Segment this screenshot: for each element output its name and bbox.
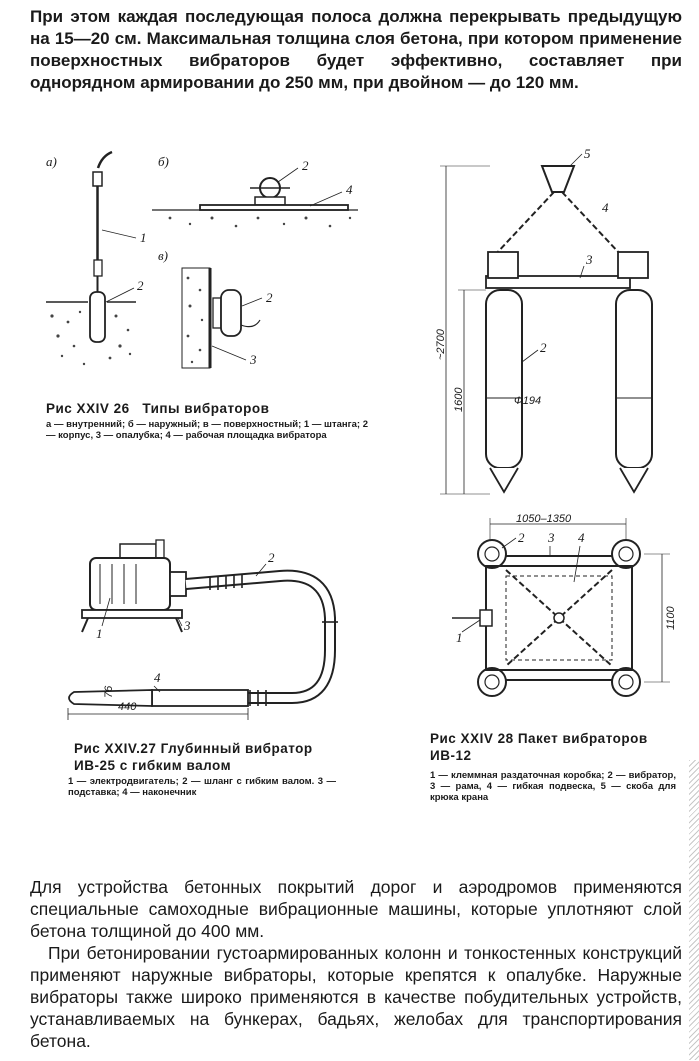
label-b: б): [158, 154, 169, 169]
label-2: 2: [540, 340, 547, 355]
fig26-title: Рис XXIV 26 Типы вибраторов: [46, 401, 270, 416]
dim-76: 76: [103, 685, 115, 698]
fig27-legend: 1 — электродвигатель; 2 — шланг с гибким…: [68, 776, 336, 798]
label-4: 4: [602, 200, 609, 215]
label-3: 3: [547, 530, 555, 545]
dim-440: 440: [118, 701, 137, 713]
dim-1600: 1600: [453, 387, 465, 412]
label-4: 4: [154, 670, 161, 685]
vibrator-types-drawing: а) 1 2 б) 2 4: [46, 150, 358, 369]
dim-2700: ~2700: [435, 328, 447, 360]
label-2-external: 2: [266, 290, 273, 305]
label-3: 3: [249, 352, 257, 367]
fig28-title: Рис XXIV 28 Пакет вибраторов ИВ-12: [430, 731, 648, 763]
label-v: в): [158, 248, 168, 263]
fig28-legend: 1 — клеммная раздаточная коробка; 2 — ви…: [430, 770, 676, 803]
label-4: 4: [578, 530, 585, 545]
label-2-surface: 2: [302, 158, 309, 173]
label-1: 1: [96, 626, 103, 641]
dim-width: 1050–1350: [516, 513, 572, 525]
bottom-paragraph-1: Для устройства бетонных покрытий дорог и…: [30, 877, 682, 941]
page-edge-shading: [689, 760, 699, 1060]
fig26-legend: а — внутренний; б — наружный; в — поверх…: [46, 419, 368, 441]
vibrator-package-plan-view: 1050–1350 1 2 3 4 1100: [452, 513, 677, 697]
dim-phi: Ф194: [514, 395, 541, 407]
deep-vibrator-drawing: 76 440 1 2 3 4: [67, 539, 338, 720]
label-a: а): [46, 154, 57, 169]
label-2: 2: [268, 550, 275, 565]
label-1: 1: [140, 230, 147, 245]
label-3: 3: [183, 618, 191, 633]
dim-1100: 1100: [665, 605, 677, 630]
bottom-paragraph-2: При бетонировании густоармированных коло…: [30, 943, 682, 1051]
fig27-title: Рис XXIV.27 Глубинный вибратор ИВ-25 с г…: [74, 741, 313, 773]
figure-vibrator-package-plan: 1050–1350 1 2 3 4 1100: [450, 512, 680, 712]
label-5: 5: [584, 146, 591, 161]
bottom-text: Для устройства бетонных покрытий дорог и…: [30, 876, 682, 1052]
label-1: 1: [456, 630, 463, 645]
label-3: 3: [585, 252, 593, 267]
label-4: 4: [346, 182, 353, 197]
label-2-internal: 2: [137, 278, 144, 293]
top-paragraph: При этом каждая последующая полоса должн…: [30, 7, 682, 92]
label-2: 2: [518, 530, 525, 545]
figure-vibrator-types: а) 1 2 б) 2 4: [40, 150, 370, 380]
vibrator-package-side-view: 5 4 3 2 Ф194 ~2700 1600: [435, 146, 653, 495]
figure-deep-vibrator: 76 440 1 2 3 4: [60, 522, 380, 722]
figure-vibrator-package: 5 4 3 2 Ф194 ~2700 1600: [430, 140, 680, 510]
